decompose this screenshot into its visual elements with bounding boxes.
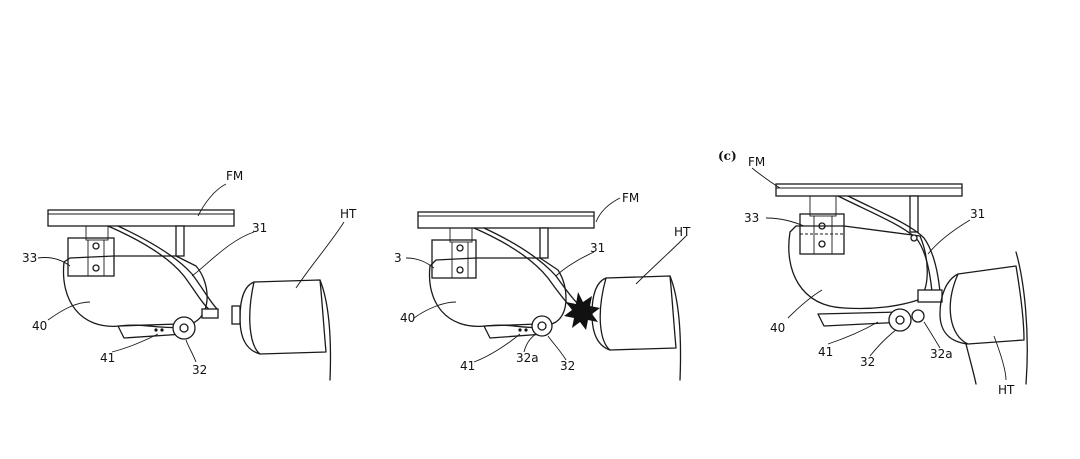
roller-32a [911,309,925,323]
label-40: 40 [770,321,785,335]
label-41: 41 [818,345,833,359]
target-ht [599,275,677,351]
label-31: 31 [252,221,267,235]
label-fm: FM [748,155,765,169]
target-ht [249,279,327,355]
figure-b: FM 31 3 40 41 32a 32 HT [394,191,691,381]
label-32: 32 [860,355,875,369]
post [539,227,549,259]
label-31: 31 [590,241,605,255]
panel-label-c: (c) [718,149,737,163]
label-fm: FM [622,191,639,205]
post [909,195,919,233]
label-32a: 32a [930,347,953,361]
body-40 [62,255,208,329]
label-32: 32 [192,363,207,377]
label-fm: FM [226,169,243,183]
figure-a: FM 31 33 40 41 32 HT [22,169,357,381]
label-31: 31 [970,207,985,221]
fm-plate [417,211,595,229]
figure-c: (c) FM 31 [718,149,1028,397]
fm-plate [47,209,235,227]
label-ht: HT [674,225,691,239]
label-32: 32 [560,359,575,373]
label-ht: HT [340,207,357,221]
label-40: 40 [400,311,415,325]
hook-arm-31 [107,225,213,313]
impact-burst [564,292,600,330]
label-3: 3 [394,251,402,265]
label-40: 40 [32,319,47,333]
label-33: 33 [744,211,759,225]
label-32a: 32a [516,351,539,365]
post [175,225,185,257]
label-41: 41 [460,359,475,373]
label-ht: HT [998,383,1015,397]
fm-plate [775,183,963,197]
target-ht [949,265,1025,345]
body-40 [428,257,567,329]
label-33: 33 [22,251,37,265]
label-41: 41 [100,351,115,365]
